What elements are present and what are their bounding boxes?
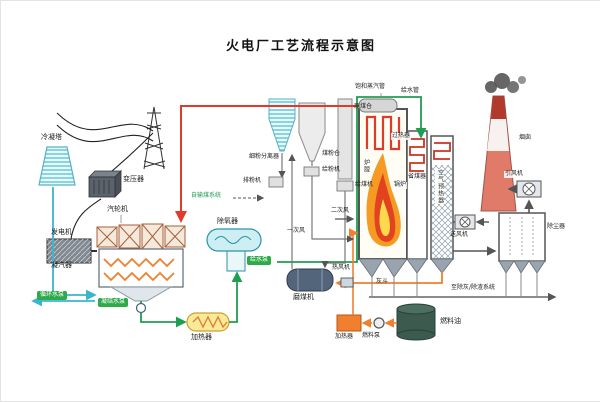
coal-mill — [286, 268, 334, 292]
exhauster-label: 排粉机 — [243, 177, 262, 184]
transformer-label: 变压器 — [123, 175, 144, 183]
powder-bunker-label: 煤粉仓 — [322, 150, 341, 157]
power-line — [56, 112, 154, 132]
exhauster-box — [268, 176, 284, 188]
air-preheater-label: 空气预热器 — [435, 169, 444, 204]
fd-fan-label: 送风机 — [450, 231, 469, 238]
steam-turbine — [96, 223, 186, 250]
fine-separator-label: 细粉分离器 — [249, 153, 280, 160]
power-line — [56, 124, 154, 143]
saturated-steam-pipe-label: 饱和蒸汽管 — [355, 83, 386, 90]
condensate-pump-badge: 凝结水泵 — [98, 298, 129, 307]
fuel-oil-pipe — [349, 228, 359, 315]
fuel-pump-label: 燃料泵 — [362, 332, 381, 339]
fd-fan — [454, 214, 476, 230]
primary-air-coal-pipe — [311, 176, 355, 243]
generator-cable — [70, 198, 102, 240]
condensate-pipe — [140, 313, 187, 328]
transmission-tower — [143, 106, 166, 170]
secondary-air-label: 二次风 — [331, 207, 350, 214]
lp-heater-label: 加热器 — [191, 333, 212, 341]
ash-hopper-shape — [382, 258, 408, 278]
ash-hopper-label: 灰斗 — [376, 278, 389, 285]
chimney — [480, 73, 526, 212]
powder-bunker — [298, 102, 326, 162]
generator — [46, 238, 97, 264]
fuel-oil-tank — [396, 303, 436, 341]
coal-bunker-label: 原煤仓 — [354, 103, 373, 110]
fuel-pump-icon — [373, 317, 385, 329]
coal-feeder-label: 给煤机 — [355, 181, 374, 188]
ash-hopper-shape — [513, 260, 530, 274]
coal-supply-label: 自输煤系统 — [191, 192, 222, 199]
coal-feeder-box — [336, 180, 354, 192]
furnace-label: 炉膛 — [361, 159, 370, 173]
fine-separator — [268, 98, 296, 152]
powder-feeder-label: 给粉机 — [322, 166, 341, 173]
id-fan — [516, 180, 542, 198]
smoke-icon — [518, 76, 526, 84]
coal-mill-label: 磨煤机 — [293, 293, 314, 301]
economizer-pass — [406, 130, 428, 274]
condenser-hotwell — [109, 286, 173, 302]
ash-hopper-shape — [528, 260, 546, 274]
ash-hopper-shape — [430, 258, 454, 274]
flame-icon — [379, 199, 390, 237]
condensate-pump-icon — [135, 302, 147, 314]
hot-air-fan-label: 热风机 — [332, 264, 351, 271]
feed-pump-badge: 给水泵 — [247, 256, 272, 265]
hot-air-fan-box — [340, 277, 354, 288]
smoke-icon — [507, 81, 519, 93]
ash-system-label: 至除灰/除渣系统 — [450, 284, 497, 292]
condensate-pipe — [229, 271, 243, 323]
ash-hopper-shape — [498, 260, 515, 274]
main-steam-pipe — [175, 105, 359, 223]
condenser — [98, 248, 184, 302]
fuel-heater-label: 加热器 — [335, 333, 354, 340]
economizer-label: 省煤器 — [408, 173, 427, 180]
deaerator — [206, 228, 262, 272]
cooling-tower — [38, 146, 76, 186]
feedwater-pipe-label: 给水管 — [401, 87, 420, 94]
smoke-icon — [485, 81, 497, 93]
circulating-pump-badge: 循环水泵 — [37, 291, 68, 300]
chimney-label: 烟囱 — [518, 134, 533, 142]
ash-hopper-shape — [406, 258, 428, 274]
coal-silo — [337, 98, 353, 180]
cooling-tower-label: 冷凝塔 — [41, 133, 62, 141]
boiler-label: 锅炉 — [393, 181, 408, 189]
condenser-label: 凝汽器 — [51, 261, 72, 269]
fuel-oil-label: 燃料油 — [440, 317, 461, 325]
fuel-heater-box — [336, 314, 362, 332]
smoke-icon — [494, 73, 510, 89]
turbine-label: 汽轮机 — [107, 205, 128, 213]
feedwater-pipe-line — [277, 96, 427, 263]
transformer — [88, 170, 122, 198]
powder-feeder-box — [303, 166, 320, 177]
dust-collector-label: 除尘器 — [547, 223, 566, 230]
id-fan-label: 引风机 — [504, 170, 525, 178]
dust-collector — [498, 212, 546, 274]
air-preheater-column — [430, 135, 454, 274]
coal-pipe — [321, 191, 346, 269]
primary-air-label: 一次风 — [287, 227, 306, 234]
lp-heater — [186, 312, 230, 332]
page-title: 火电厂工艺流程示意图 — [225, 39, 376, 54]
ash-hopper-shape — [358, 258, 384, 278]
deaerator-label: 除氧器 — [217, 217, 238, 225]
generator-label: 发电机 — [51, 228, 72, 236]
superheater-label: 过热器 — [391, 132, 412, 140]
superheater-tubes — [365, 115, 401, 151]
